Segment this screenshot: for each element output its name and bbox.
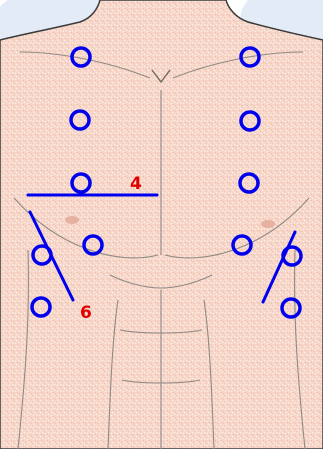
label-6: 6 <box>80 303 92 323</box>
label-4: 4 <box>130 174 142 194</box>
left-nipple <box>65 216 79 224</box>
right-nipple <box>261 220 275 228</box>
